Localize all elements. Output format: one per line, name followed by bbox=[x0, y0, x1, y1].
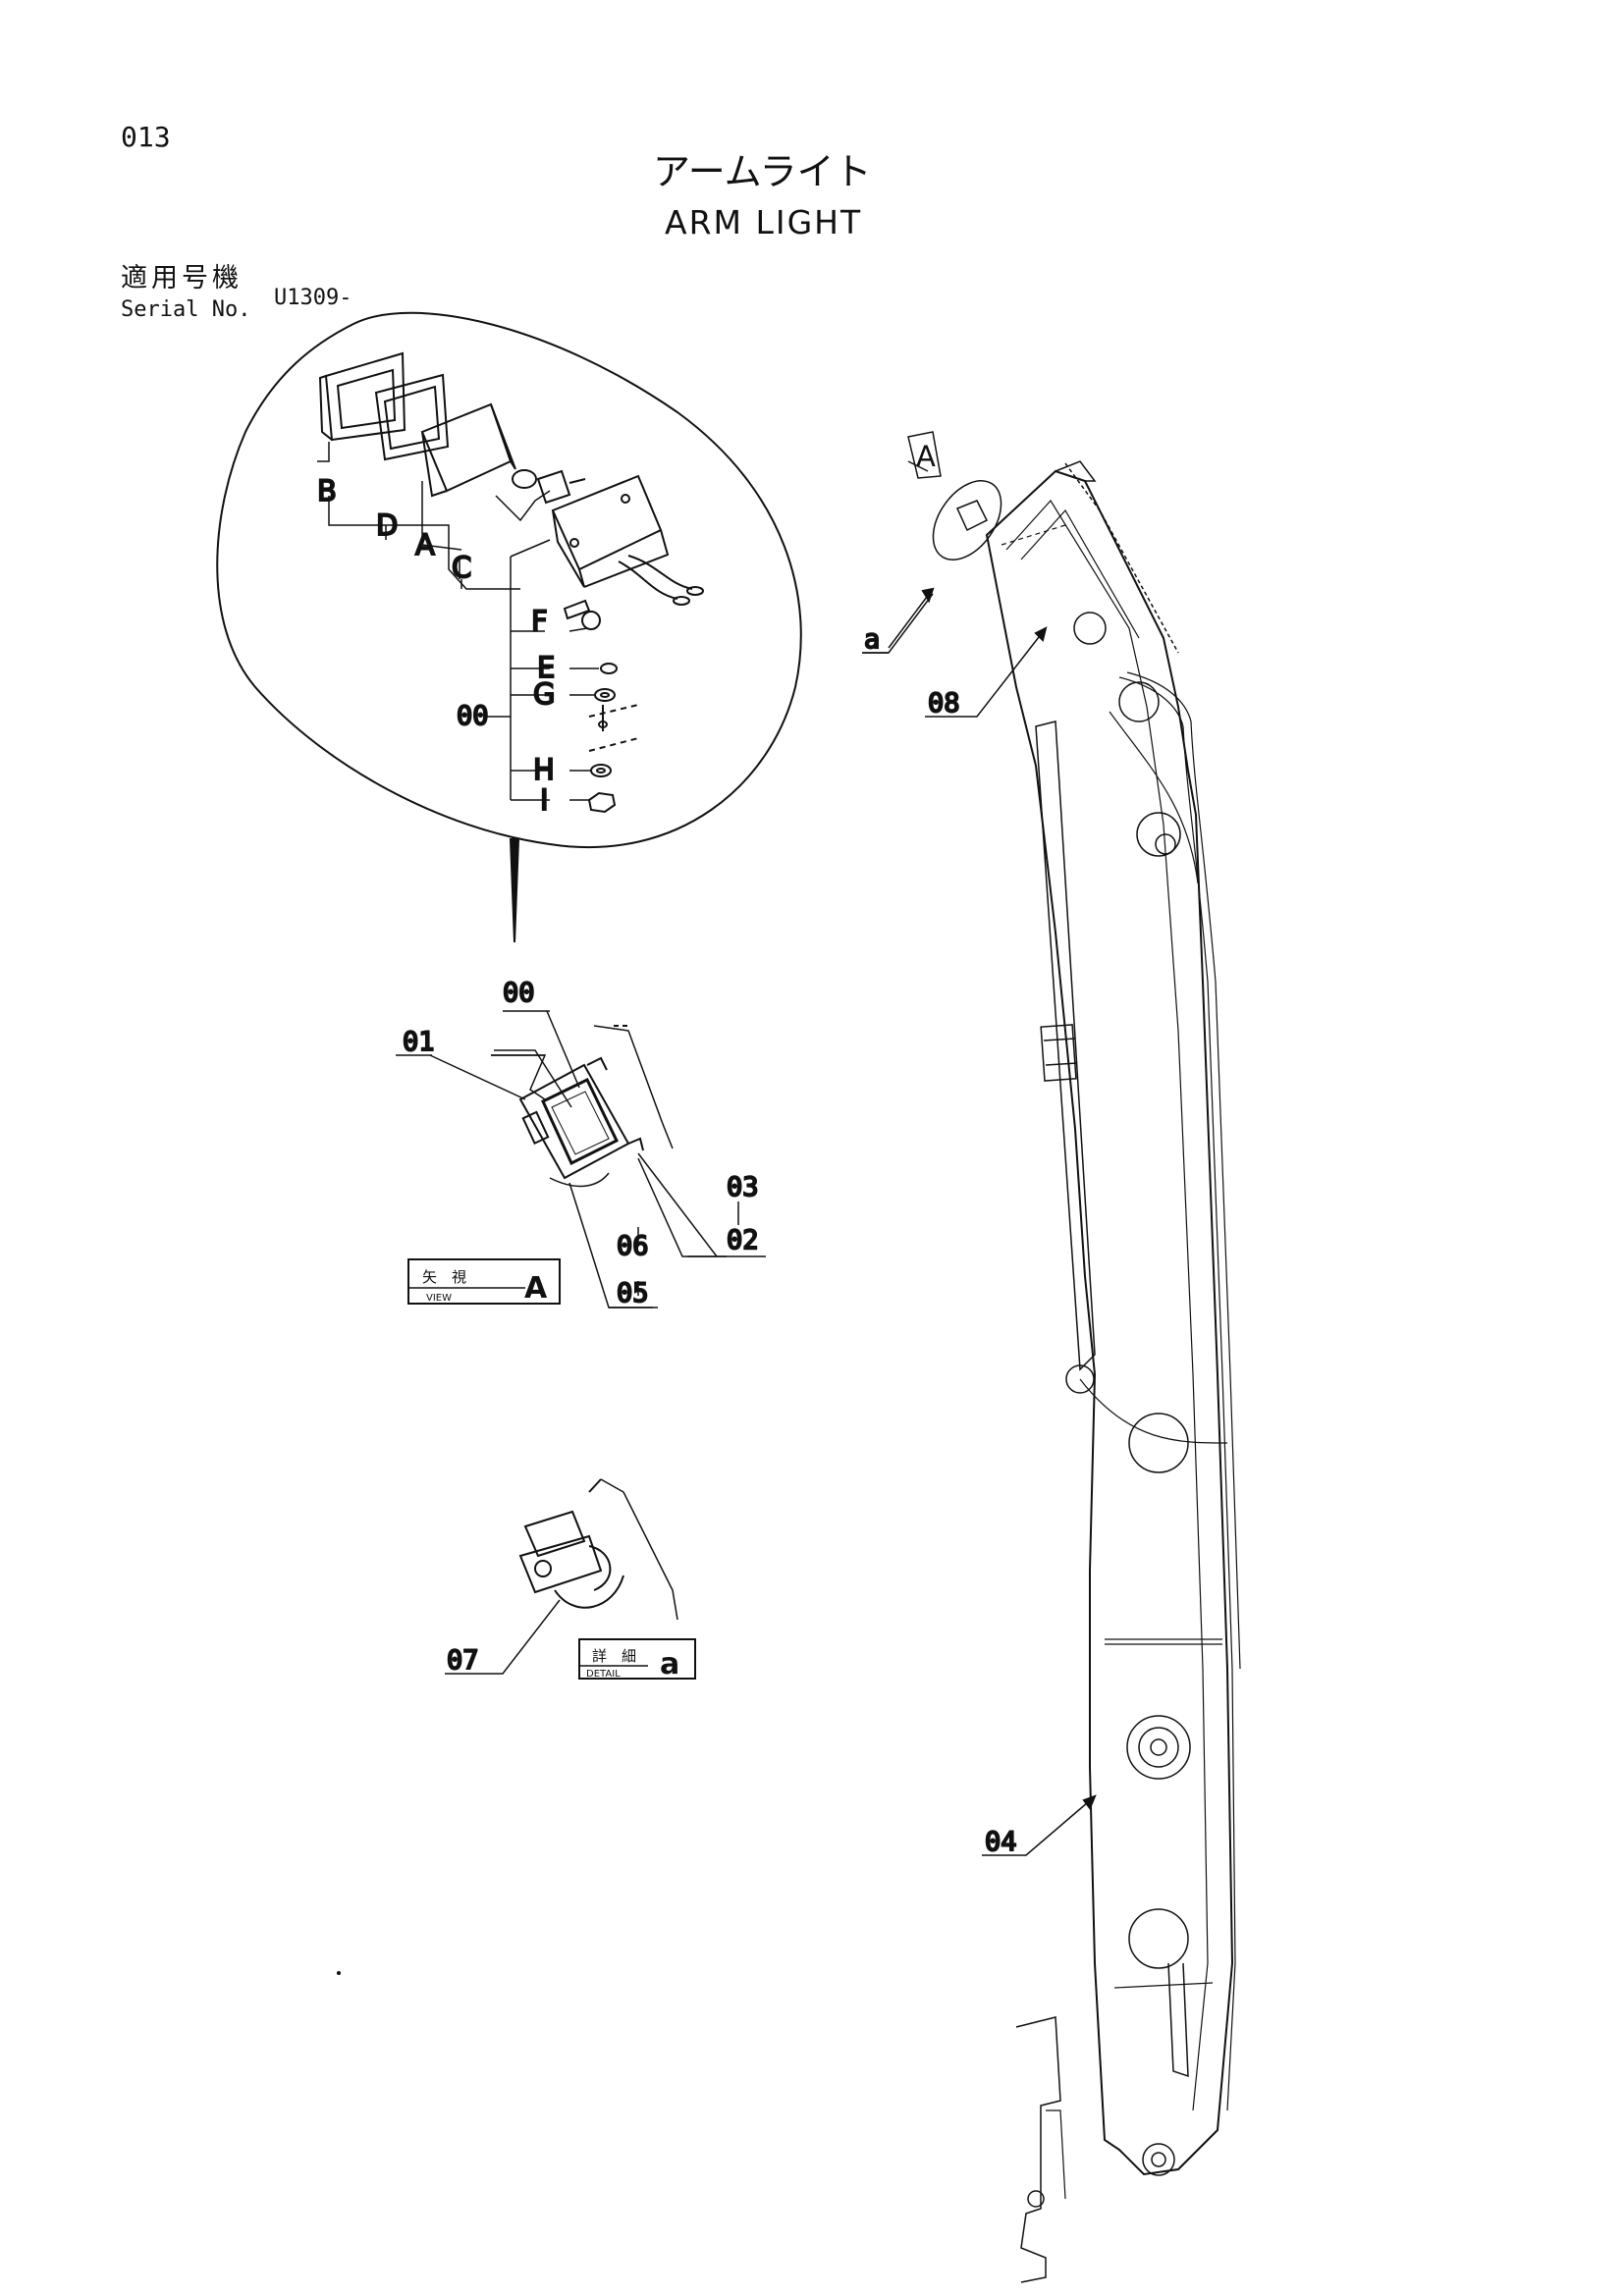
view-stamp-letter: A bbox=[524, 1271, 548, 1306]
exploded-view-outline bbox=[216, 311, 802, 849]
detail-stamp-letter: a bbox=[660, 1647, 679, 1682]
callout-D: D bbox=[376, 508, 398, 542]
lens-part bbox=[420, 402, 537, 498]
callout-F: F bbox=[531, 605, 548, 638]
callout-A: A bbox=[415, 528, 435, 561]
excavator-arm: A bbox=[862, 431, 1241, 2283]
page-number: 013 bbox=[121, 121, 171, 153]
callout-E: E bbox=[537, 651, 555, 684]
exploded-light-assembly: B D A C F E G H I 00 bbox=[216, 311, 802, 943]
detail-a-circle bbox=[932, 480, 1002, 561]
serial-number-value: U1309- bbox=[274, 286, 352, 310]
callout-G: G bbox=[533, 677, 555, 711]
serial-label-english: Serial No. bbox=[121, 297, 251, 322]
assembly-pointer bbox=[509, 838, 520, 943]
callout-I: I bbox=[540, 783, 549, 817]
view-stamp-english: VIEW bbox=[426, 1293, 452, 1304]
page-title-japanese: アームライト bbox=[653, 150, 872, 193]
view-a-stamp: 矢 視 VIEW A bbox=[407, 1258, 561, 1306]
view-a-drawing bbox=[396, 1010, 766, 1308]
letter-leader-lines bbox=[317, 442, 599, 801]
callout-01: 01 bbox=[403, 1027, 435, 1057]
detail-stamp-english: DETAIL bbox=[586, 1669, 621, 1680]
bezel-part bbox=[318, 351, 406, 442]
callout-C: C bbox=[452, 551, 471, 584]
view-stamp-japanese: 矢 視 bbox=[422, 1268, 466, 1286]
detail-a-stamp: 詳 細 DETAIL a bbox=[578, 1638, 696, 1682]
callout-00-view: 00 bbox=[503, 978, 535, 1008]
stray-dot bbox=[337, 1971, 341, 1975]
detail-a-drawing bbox=[445, 1478, 678, 1675]
callout-a-arm: a bbox=[864, 624, 880, 655]
callout-H: H bbox=[533, 753, 555, 786]
callout-00-exploded: 00 bbox=[457, 701, 489, 731]
callout-02: 02 bbox=[727, 1225, 759, 1255]
callout-08: 08 bbox=[928, 688, 960, 719]
gasket-part bbox=[374, 373, 450, 461]
view-arrow-label: A bbox=[916, 440, 936, 473]
serial-label-japanese: 適用号機 bbox=[121, 263, 243, 294]
detail-stamp-japanese: 詳 細 bbox=[592, 1647, 636, 1665]
page-title-english: ARM LIGHT bbox=[665, 203, 863, 241]
bulb-part bbox=[536, 469, 586, 505]
callout-06: 06 bbox=[617, 1231, 649, 1261]
callout-05: 05 bbox=[617, 1278, 649, 1308]
callout-07: 07 bbox=[447, 1645, 479, 1676]
callout-04: 04 bbox=[985, 1827, 1017, 1857]
screw-part bbox=[563, 599, 601, 630]
washer-nut-stack bbox=[587, 663, 639, 814]
lamp-housing-part bbox=[551, 474, 704, 606]
callout-03: 03 bbox=[727, 1172, 759, 1202]
callout-B: B bbox=[317, 474, 337, 507]
